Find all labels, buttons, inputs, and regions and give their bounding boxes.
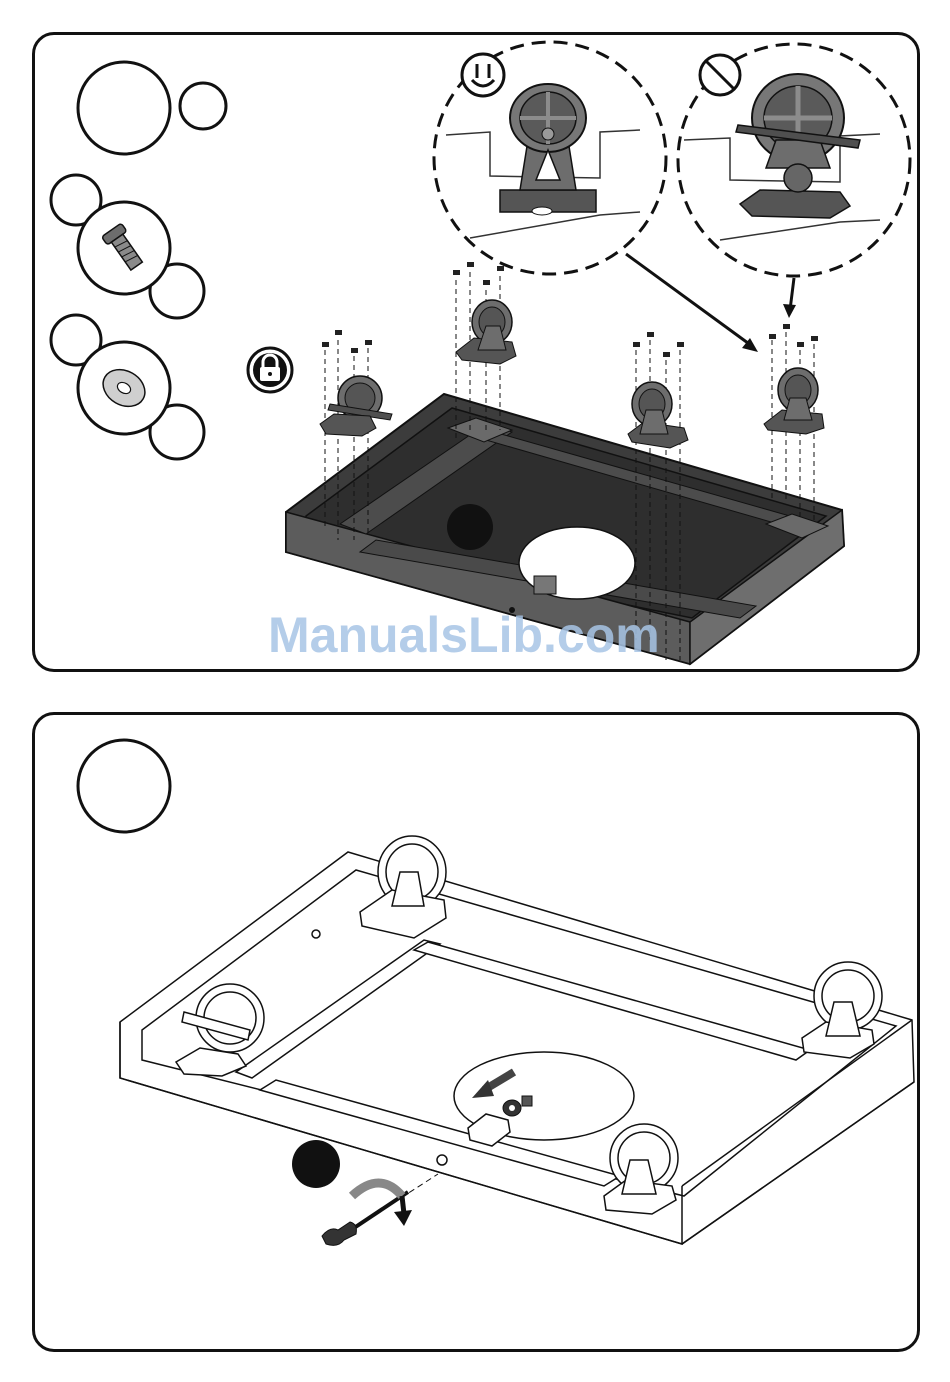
prohibited-icon (700, 55, 740, 95)
quantity-circle (180, 83, 226, 129)
smile-icon (462, 54, 504, 96)
caster-wheel (764, 368, 824, 434)
caster-wheel (628, 382, 688, 448)
bolt-part-callout (51, 175, 204, 318)
step-number-circle (78, 740, 170, 832)
caster-wheel (320, 376, 392, 436)
washer-icon (503, 1100, 521, 1116)
screw-set (322, 262, 818, 357)
callout-dot (447, 504, 493, 550)
lock-icon (248, 348, 292, 392)
step-number-circle (78, 62, 170, 154)
caster-wheel (456, 300, 516, 364)
watermark: ManualsLib.com (268, 606, 660, 664)
washer-part-callout (51, 315, 204, 459)
rotate-arrow-icon (352, 1183, 412, 1226)
nut-icon (522, 1096, 532, 1106)
pointer-arrow (626, 254, 752, 346)
callout-dot (292, 1140, 340, 1188)
